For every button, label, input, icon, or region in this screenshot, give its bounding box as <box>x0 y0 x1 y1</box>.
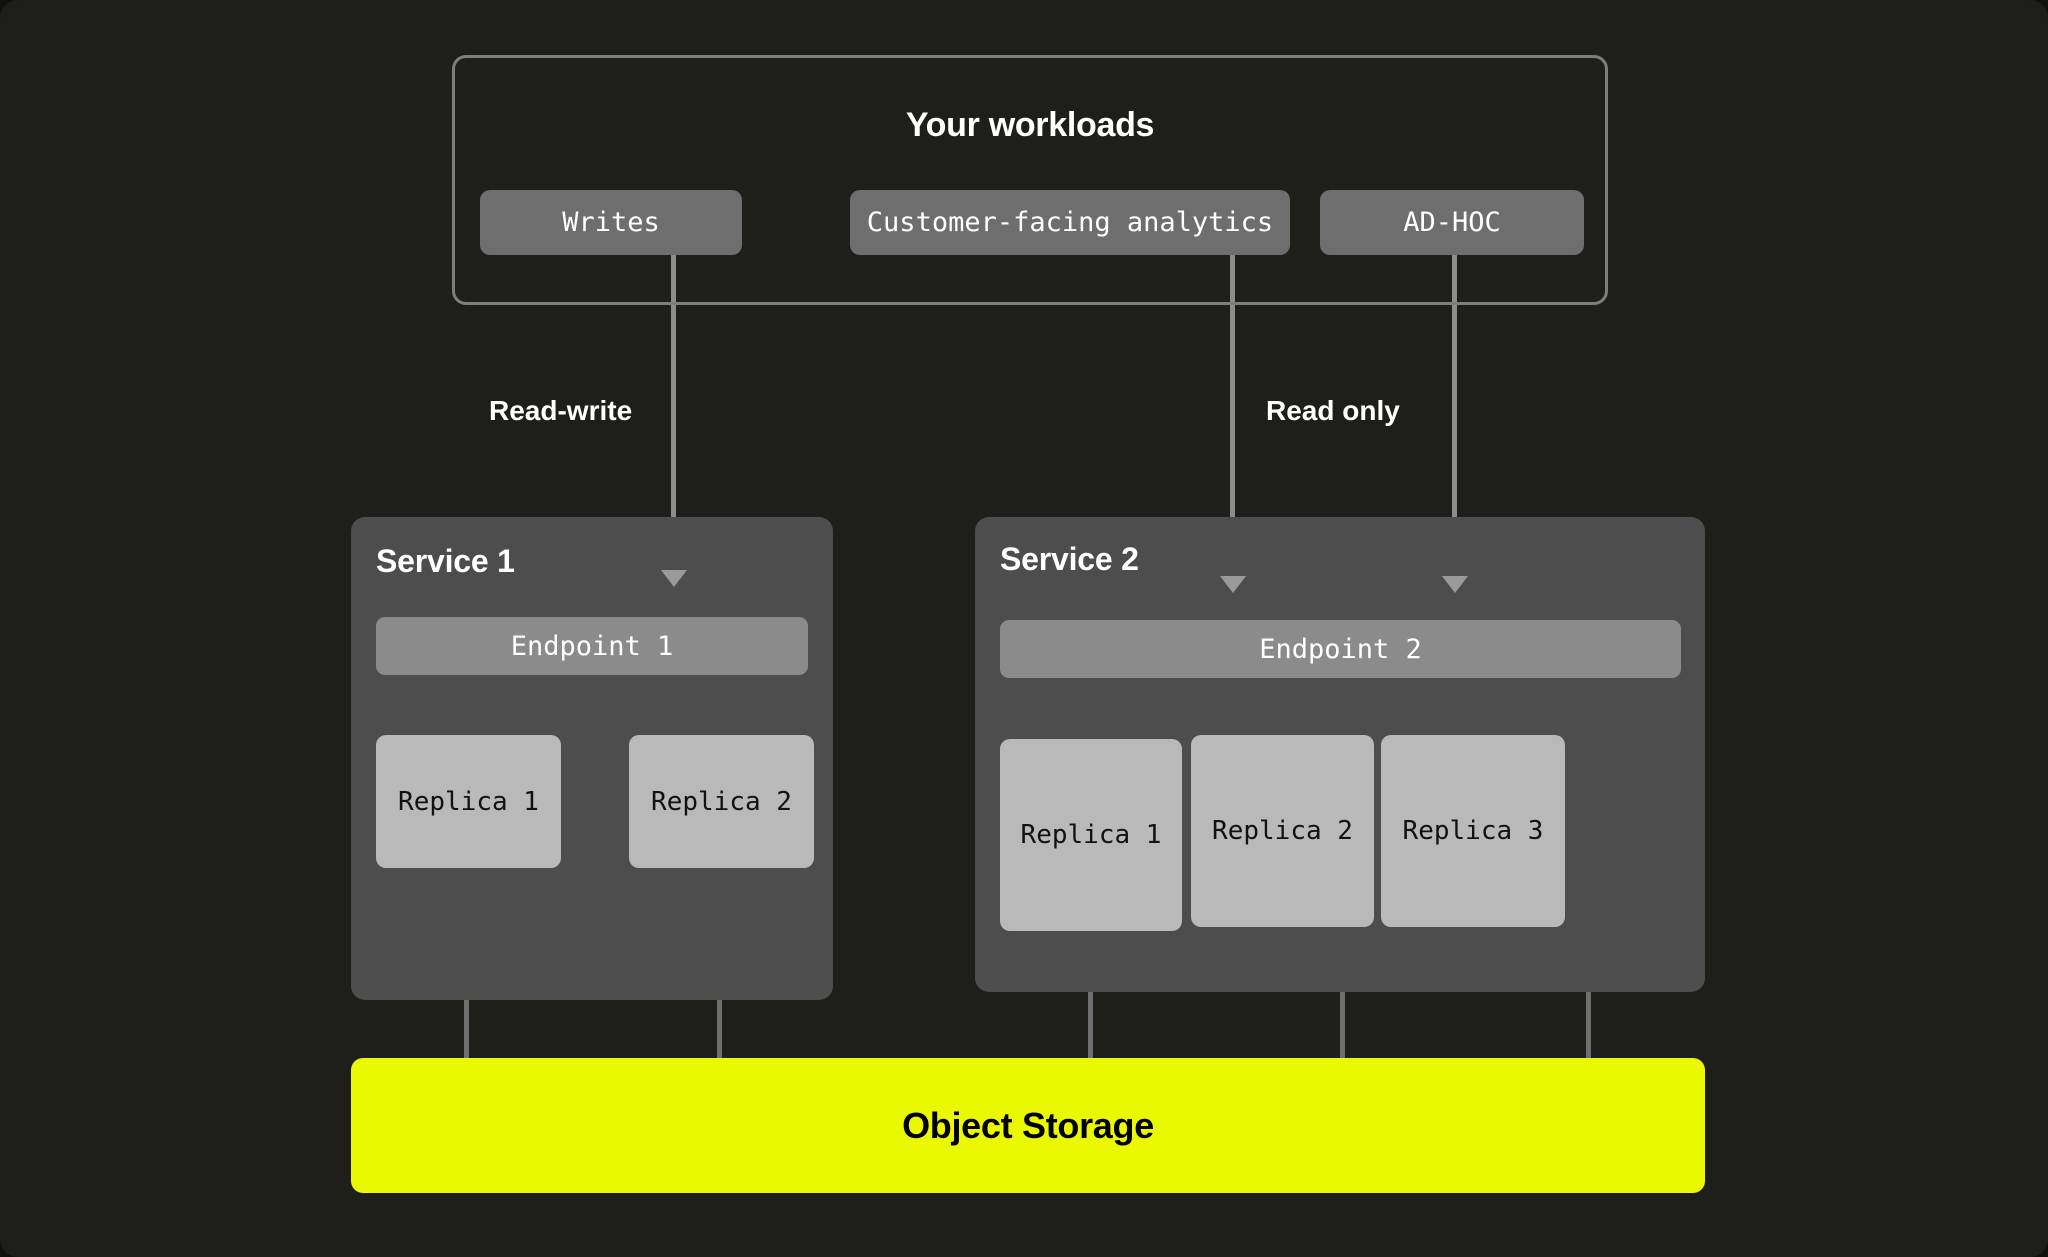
endpoint-1[interactable]: Endpoint 1 <box>376 617 808 675</box>
workload-chip-writes[interactable]: Writes <box>480 190 742 255</box>
service-1-title: Service 1 <box>376 543 515 579</box>
service-1-replica-1[interactable]: Replica 1 <box>376 735 561 868</box>
edge-label-read-only: Read only <box>1266 395 1400 426</box>
edge-label-read-write: Read-write <box>489 395 633 426</box>
service-2-title: Service 2 <box>1000 541 1139 577</box>
workloads-container: Your workloads <box>452 55 1608 305</box>
service-2-replica-2[interactable]: Replica 2 <box>1191 735 1374 927</box>
service-panel-2: Service 2 Endpoint 2 Replica 1 Replica 2… <box>975 517 1705 992</box>
workload-chip-ad-hoc[interactable]: AD-HOC <box>1320 190 1584 255</box>
workload-chip-customer-facing-analytics[interactable]: Customer-facing analytics <box>850 190 1290 255</box>
service-1-replica-2[interactable]: Replica 2 <box>629 735 814 868</box>
workloads-title: Your workloads <box>905 106 1155 144</box>
object-storage-bar[interactable]: Object Storage <box>351 1058 1705 1193</box>
endpoint-2[interactable]: Endpoint 2 <box>1000 620 1681 678</box>
service-2-replica-3[interactable]: Replica 3 <box>1381 735 1565 927</box>
service-2-replica-1[interactable]: Replica 1 <box>1000 739 1182 931</box>
service-panel-1: Service 1 Endpoint 1 Replica 1 Replica 2 <box>351 517 833 1000</box>
